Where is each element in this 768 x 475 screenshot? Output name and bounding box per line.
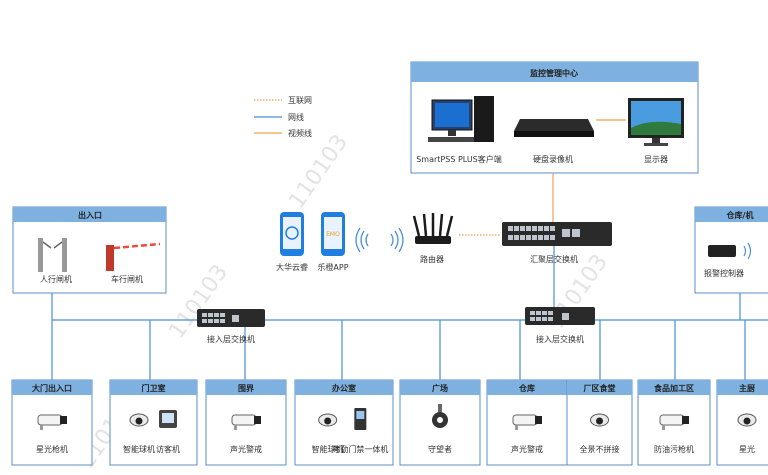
area-title: 办公室 <box>332 383 356 393</box>
legend-label: 互联网 <box>288 96 312 105</box>
area-boxes: 大门出入口星光枪机门卫室智能球机访客机围界声光警戒办公室智能球机考勤门禁一体机广… <box>11 379 768 466</box>
app-lecheng-label: 乐橙APP <box>317 262 348 272</box>
legend-label: 网线 <box>288 112 304 122</box>
area-title: 围界 <box>238 383 255 393</box>
monitor-center-title: 监控管理中心 <box>530 68 578 78</box>
alarm-controller-label: 报警控制器 <box>704 268 744 278</box>
watermark-text: 110103 <box>284 130 353 213</box>
camera-icon <box>159 410 177 428</box>
network-lines <box>51 246 768 380</box>
aggregation-switch <box>502 222 612 246</box>
camera-icon <box>129 413 149 427</box>
pedestrian-gate-label: 人行闸机 <box>40 274 72 284</box>
device-label: 星光 <box>739 444 755 454</box>
app-dahua-label: 大华云睿 <box>276 262 308 272</box>
wifi-icon <box>355 227 404 253</box>
nvr-icon <box>514 119 594 137</box>
camera-icon <box>37 414 67 430</box>
device-label: 考勤门禁一体机 <box>332 444 388 454</box>
area-title: 食品加工区 <box>654 383 694 393</box>
device-label: 声光警戒 <box>511 444 543 454</box>
app-lecheng-icon: EMO <box>321 212 345 256</box>
wifi-icon <box>743 242 752 260</box>
area-title: 仓库 <box>518 383 535 393</box>
camera-icon <box>590 413 609 427</box>
camera-icon <box>432 404 448 428</box>
device-label: 防油污枪机 <box>654 444 694 454</box>
device-label: 全景不拼接 <box>580 444 620 454</box>
entrance-box: 出入口 人行闸机 车行闸机 <box>12 206 167 294</box>
warehouse-right-box: 仓库/机 报警控制器 <box>694 206 768 294</box>
barrier-gate-icon <box>106 242 161 271</box>
watermark-text: 110103 <box>164 260 233 343</box>
area-title: 门卫室 <box>142 383 166 393</box>
entrance-title: 出入口 <box>78 210 102 220</box>
legend: 互联网 网线 视频线 <box>254 96 312 138</box>
device-label: 智能球机 <box>312 444 344 454</box>
access-switch-2-label: 接入层交换机 <box>536 334 584 344</box>
device-label: 访客机 <box>156 444 180 454</box>
camera-icon <box>512 414 542 430</box>
device-label: 守望者 <box>428 444 452 454</box>
router-icon <box>412 213 454 244</box>
camera-icon <box>318 413 338 427</box>
area-title: 厂区食堂 <box>584 383 616 393</box>
router-label: 路由器 <box>420 254 444 264</box>
area-title: 主厨 <box>739 383 755 393</box>
legend-label: 视频线 <box>288 128 312 138</box>
pc-icon <box>428 96 494 142</box>
monitor-label: 显示器 <box>644 155 668 164</box>
access-switch-1 <box>197 309 265 327</box>
camera-icon <box>737 413 757 427</box>
camera-icon <box>354 408 367 430</box>
nvr-label: 硬盘录像机 <box>533 154 573 164</box>
monitor-icon <box>628 98 684 146</box>
device-label: 声光警戒 <box>230 444 262 454</box>
device-label: 星光枪机 <box>36 444 68 454</box>
access-switch-1-label: 接入层交换机 <box>207 334 255 344</box>
alarm-controller-icon <box>708 245 736 257</box>
area-title: 大门出入口 <box>32 383 72 393</box>
app-badge-text: EMO <box>326 231 340 238</box>
device-label: 智能球机 <box>123 444 155 454</box>
monitor-center: 监控管理中心 SmartPSS PLUS客户端 硬盘录像机 显示器 <box>410 61 699 174</box>
pedestrian-gate-icon <box>38 238 67 272</box>
pc-label: SmartPSS PLUS客户端 <box>416 154 502 164</box>
app-dahua-icon <box>280 212 304 256</box>
camera-icon <box>659 414 689 430</box>
warehouse-right-title: 仓库/机 <box>726 210 754 220</box>
camera-icon <box>231 414 261 430</box>
access-switch-2 <box>525 307 595 325</box>
area-box: 门卫室智能球机访客机 <box>109 379 198 466</box>
barrier-gate-label: 车行闸机 <box>111 274 143 284</box>
area-title: 广场 <box>432 383 448 393</box>
